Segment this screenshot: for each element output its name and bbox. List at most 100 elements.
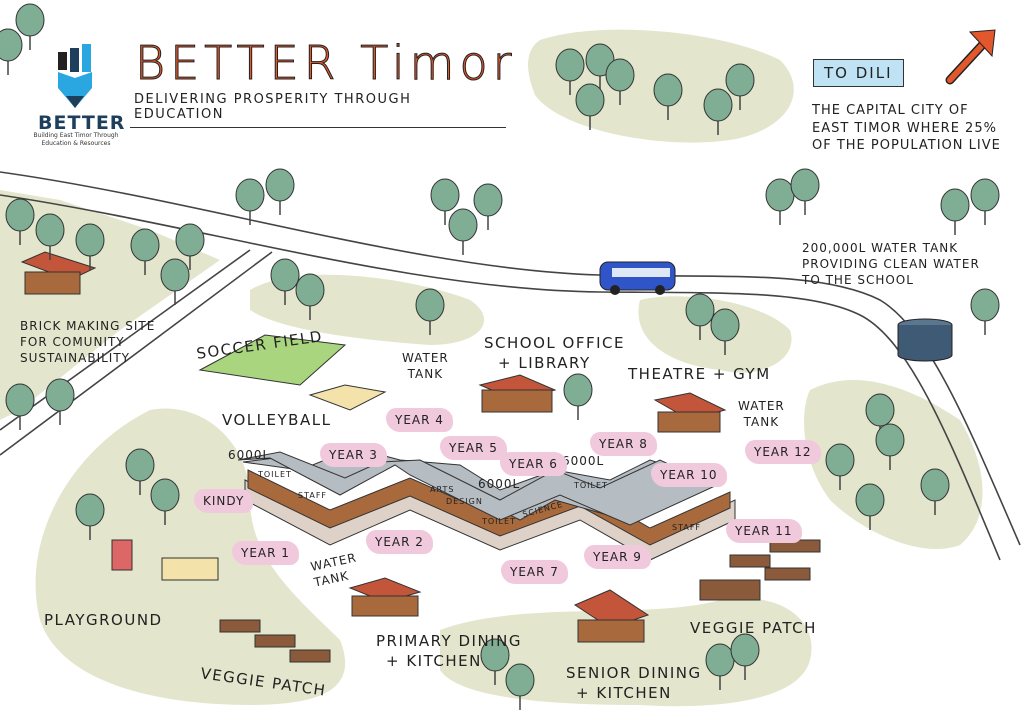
tree-icon <box>480 638 510 685</box>
text-line: PROVIDING CLEAN WATER <box>802 257 980 272</box>
year-5-label: YEAR 5 <box>440 436 507 460</box>
water-tank-note: 200,000L WATER TANK PROVIDING CLEAN WATE… <box>802 240 980 289</box>
room-label: TOILET <box>258 470 292 479</box>
text-line: THE CAPITAL CITY OF <box>812 103 969 118</box>
tree-icon <box>725 63 755 110</box>
primary-dining-label: PRIMARY DINING + KITCHEN <box>376 631 522 672</box>
text-line: EAST TIMOR WHERE 25% <box>812 120 997 136</box>
text-line: BRICK MAKING SITE <box>20 319 156 333</box>
tree-icon <box>15 3 45 50</box>
tree-icon <box>265 168 295 215</box>
text-line: + KITCHEN <box>386 652 482 671</box>
year-4-label: YEAR 4 <box>386 408 453 432</box>
better-logo-icon <box>58 44 92 108</box>
tree-icon <box>125 448 155 495</box>
tree-icon <box>448 208 478 255</box>
year-7-label: YEAR 7 <box>501 560 568 584</box>
page-subtitle: DELIVERING PROSPERITY THROUGH EDUCATION <box>130 92 506 128</box>
tree-icon <box>563 373 593 420</box>
tree-icon <box>790 168 820 215</box>
tree-icon <box>160 258 190 305</box>
tree-icon <box>235 178 265 225</box>
tree-icon <box>35 213 65 260</box>
water-tank-label-1: WATER TANK <box>402 350 449 382</box>
kindy-label: KINDY <box>194 489 254 513</box>
tank-capacity-label: 6000L <box>478 477 521 491</box>
tree-icon <box>150 478 180 525</box>
tree-icon <box>705 643 735 690</box>
tree-icon <box>605 58 635 105</box>
senior-dining-label: SENIOR DINING + KITCHEN <box>566 663 702 704</box>
tree-icon <box>555 48 585 95</box>
text-line: TANK <box>743 415 780 430</box>
tree-icon <box>5 383 35 430</box>
text-line: TANK <box>407 367 444 382</box>
room-label: ARTS <box>430 485 455 494</box>
tree-icon <box>5 198 35 245</box>
tree-icon <box>75 493 105 540</box>
large-water-tank-icon <box>897 318 953 362</box>
page-title: BETTER Timor <box>135 36 517 91</box>
tree-icon <box>825 443 855 490</box>
year-1-label: YEAR 1 <box>232 541 299 565</box>
tree-icon <box>685 293 715 340</box>
tree-icon <box>940 188 970 235</box>
text-line: + LIBRARY <box>498 354 591 373</box>
dili-description: THE CAPITAL CITY OF EAST TIMOR WHERE 25%… <box>812 102 1001 155</box>
room-label: DESIGN <box>446 497 483 506</box>
room-label: STAFF <box>672 523 702 532</box>
water-tank-label-2: WATER TANK <box>738 398 785 430</box>
tree-icon <box>415 288 445 335</box>
trees <box>0 3 1000 710</box>
tree-icon <box>855 483 885 530</box>
tree-icon <box>920 468 950 515</box>
text-line: SCHOOL OFFICE <box>484 334 625 352</box>
text-line: + KITCHEN <box>576 684 672 703</box>
tree-icon <box>430 178 460 225</box>
to-dili-label: TO DILI <box>813 59 904 87</box>
soccer-field-icon <box>198 334 347 386</box>
text-line: TO THE SCHOOL <box>802 273 914 288</box>
playground-label: PLAYGROUND <box>44 611 163 629</box>
theatre-gym-label: THEATRE + GYM <box>628 365 771 383</box>
grass-areas <box>0 29 983 707</box>
year-11-label: YEAR 11 <box>726 519 802 543</box>
text-line: WATER <box>402 351 449 365</box>
year-2-label: YEAR 2 <box>366 530 433 554</box>
volleyball-label: VOLLEYBALL <box>222 411 332 429</box>
tree-icon <box>45 378 75 425</box>
tree-icon <box>970 178 1000 225</box>
text-line: WATER <box>738 399 785 413</box>
room-label: TOILET <box>574 481 608 490</box>
tree-icon <box>505 663 535 710</box>
year-6-label: YEAR 6 <box>500 452 567 476</box>
veggie-patch-label-2: VEGGIE PATCH <box>690 619 817 637</box>
text-line: FOR COMUNITY <box>20 335 125 350</box>
tank-capacity-label: 6000L <box>562 454 605 468</box>
roads <box>0 171 1021 561</box>
tree-icon <box>473 183 503 230</box>
text-line: 200,000L WATER TANK <box>802 241 959 255</box>
room-label: STAFF <box>298 491 328 500</box>
tree-icon <box>175 223 205 270</box>
text-line: PRIMARY DINING <box>376 632 522 650</box>
tree-icon <box>710 308 740 355</box>
brick-making-label: BRICK MAKING SITE FOR COMUNITY SUSTAINAB… <box>20 318 155 367</box>
tree-icon <box>0 28 23 75</box>
tree-icon <box>75 223 105 270</box>
tree-icon <box>653 73 683 120</box>
tank-capacity-label: 6000L <box>228 448 271 462</box>
year-3-label: YEAR 3 <box>320 443 387 467</box>
text-line: SENIOR DINING <box>566 664 702 682</box>
arrow-to-dili-icon <box>945 29 996 85</box>
small-buildings <box>20 251 821 663</box>
tree-icon <box>295 273 325 320</box>
year-8-label: YEAR 8 <box>590 432 657 456</box>
logo-name: BETTER <box>38 112 126 134</box>
year-10-label: YEAR 10 <box>651 463 727 487</box>
room-label: TOILET <box>482 517 516 526</box>
bus-icon <box>599 261 676 295</box>
tree-icon <box>270 258 300 305</box>
